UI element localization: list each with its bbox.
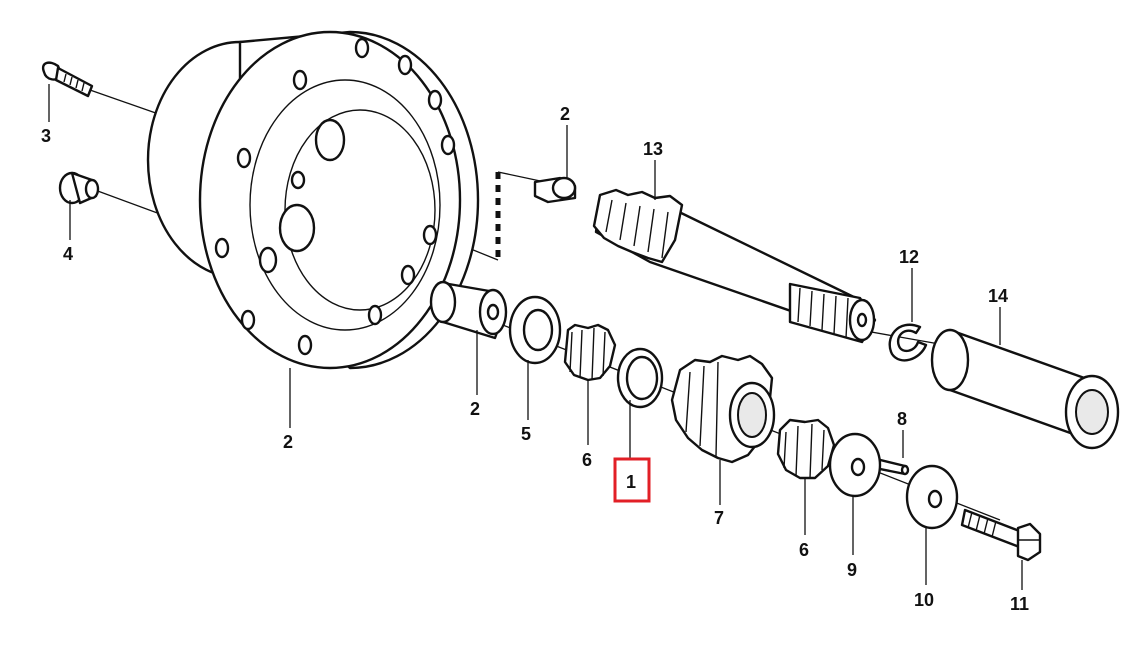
label-gear-small-left: 6: [582, 450, 592, 470]
label-pinion-shaft: 13: [643, 139, 663, 159]
small-gear-left-part: [563, 323, 617, 382]
label-leaders: [48, 84, 1023, 590]
label-plug: 4: [63, 244, 73, 264]
highlight-box: [613, 457, 651, 503]
label-washer-9: 9: [847, 560, 857, 580]
part-labels: 3 4 2 2 13 12 14 2 5 6 1 7 6 8 9 10 11: [41, 104, 1029, 614]
housing-bolt-holes: [214, 37, 456, 356]
label-sleeve: 14: [988, 286, 1008, 306]
label-circlip: 12: [899, 247, 919, 267]
pinion-shaft-part: [592, 188, 877, 344]
small-gear-right-part: [776, 418, 836, 480]
washer-10-part: [905, 464, 959, 530]
label-bushing: 2: [470, 399, 480, 419]
label-ring-1: 1: [626, 472, 636, 492]
circlip-part: [888, 323, 928, 362]
housing-part: [146, 30, 480, 370]
label-screw: 3: [41, 126, 51, 146]
washer-5-part: [508, 295, 562, 365]
stub-shaft-part: [533, 176, 577, 204]
bushing-part: [429, 280, 508, 340]
screw-part: [41, 61, 94, 98]
label-stub-shaft: 2: [560, 104, 570, 124]
bolt-part: [960, 508, 1042, 562]
sleeve-part: [930, 328, 1120, 450]
label-washer-5: 5: [521, 424, 531, 444]
label-housing: 2: [283, 432, 293, 452]
label-washer-10: 10: [914, 590, 934, 610]
plug-part: [58, 171, 100, 205]
label-gear-large: 7: [714, 508, 724, 528]
ring-1-part: [616, 347, 664, 409]
label-pin: 8: [897, 409, 907, 429]
label-gear-small-right: 6: [799, 540, 809, 560]
label-bolt: 11: [1010, 594, 1029, 614]
washer-9-part: [828, 432, 882, 498]
large-gear-part: [670, 354, 776, 464]
